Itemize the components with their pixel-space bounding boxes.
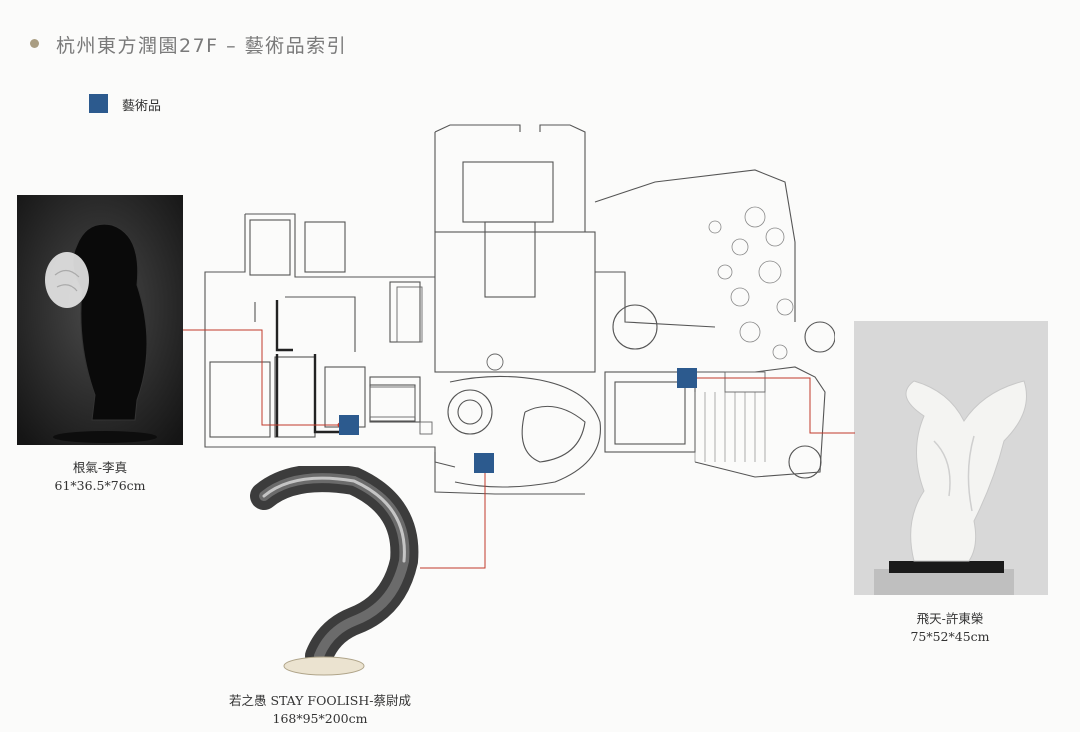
artwork-name: 飛天-許東榮 bbox=[916, 611, 984, 626]
legend-swatch bbox=[89, 94, 108, 113]
artwork-photo-gen-qi bbox=[17, 195, 183, 445]
artwork-dimensions: 61*36.5*76cm bbox=[54, 478, 146, 493]
title-bullet bbox=[30, 39, 39, 48]
caption-stay-foolish: 若之愚 STAY FOOLISH-蔡尉成 168*95*200cm bbox=[180, 692, 460, 728]
artwork-name: 若之愚 STAY FOOLISH-蔡尉成 bbox=[228, 693, 412, 708]
artwork-dimensions: 75*52*45cm bbox=[910, 629, 990, 644]
artwork-photo-stay-foolish bbox=[250, 466, 419, 676]
artwork-marker-gen-qi[interactable] bbox=[339, 415, 359, 435]
legend-label: 藝術品 bbox=[122, 99, 162, 114]
floor-plan bbox=[204, 124, 835, 495]
caption-fei-tian: 飛天-許東榮 75*52*45cm bbox=[880, 610, 1020, 646]
artwork-marker-fei-tian[interactable] bbox=[677, 368, 697, 388]
artwork-dimensions: 168*95*200cm bbox=[272, 711, 368, 726]
caption-gen-qi: 根氣-李真 61*36.5*76cm bbox=[30, 459, 170, 495]
artwork-name: 根氣-李真 bbox=[72, 460, 128, 475]
artwork-marker-stay-foolish[interactable] bbox=[474, 453, 494, 473]
artwork-photo-fei-tian bbox=[854, 321, 1048, 595]
page-title: 杭州東方潤園27F – 藝術品索引 bbox=[56, 35, 348, 57]
